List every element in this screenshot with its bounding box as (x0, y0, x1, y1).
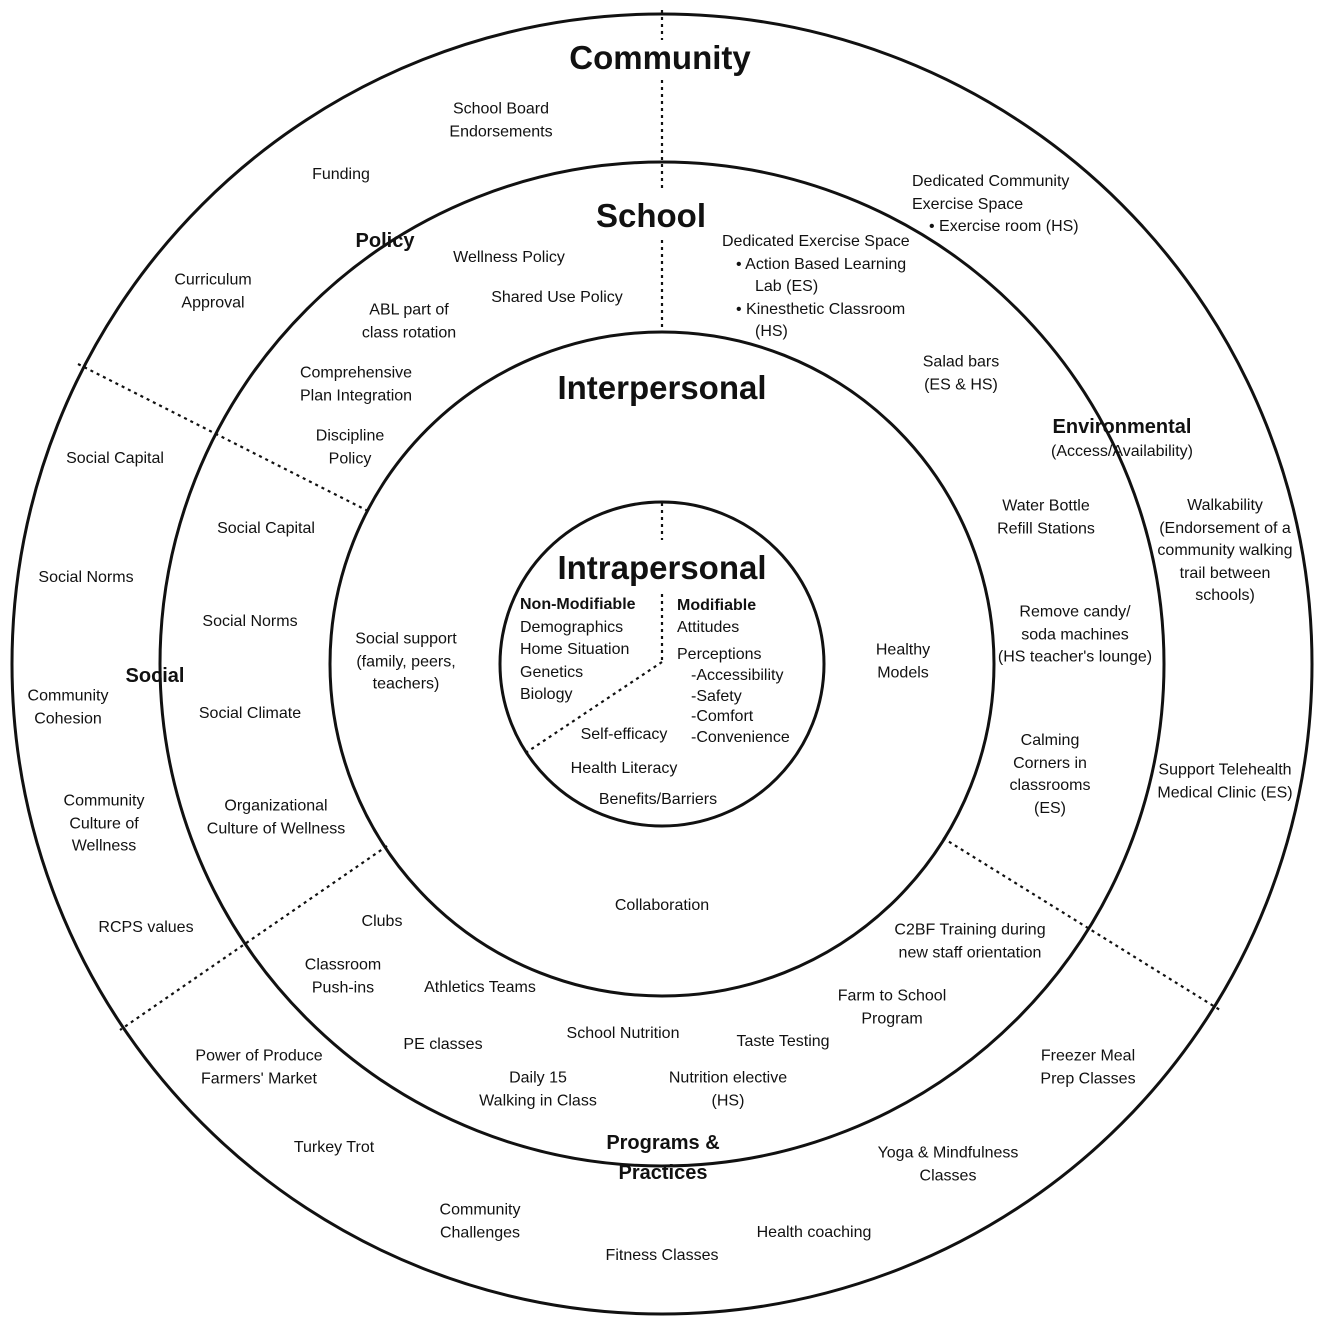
list-item: Attitudes (677, 619, 740, 636)
sector-policy-label: Policy (355, 230, 415, 252)
school-social-norms-label: Social Norms (202, 612, 298, 630)
self-efficacy-label: Self-efficacy (580, 725, 668, 743)
water-bottle-label: Water Bottle Refill Stations (997, 497, 1095, 538)
list-item: -Safety (691, 687, 742, 705)
school-social-climate-label: Social Climate (198, 704, 302, 722)
walkability-label: Walkability (Endorsement of a community … (1157, 496, 1293, 604)
list-item: Demographics (520, 618, 624, 636)
intrapersonal-ring (498, 500, 826, 828)
pe-classes-label: PE classes (403, 1035, 483, 1053)
social-support-label: Social support (family, peers, teachers) (355, 630, 457, 693)
environmental-subtitle: (Access/Availability) (1051, 443, 1193, 460)
farm-to-school-label: Farm to School Program (837, 987, 947, 1028)
rcps-values-label: RCPS values (98, 918, 194, 936)
list-item: Biology (520, 686, 573, 703)
divider-intrapersonal-diagonal (526, 661, 663, 753)
level-intrapersonal-title: Intrapersonal (557, 549, 767, 586)
list-item: Perceptions (677, 646, 762, 663)
health-coaching-label: Health coaching (756, 1223, 872, 1241)
abl-rotation-label: ABL part of class rotation (361, 301, 457, 342)
nutrition-elective-label: Nutrition elective (HS) (668, 1069, 788, 1110)
classroom-pushins-label: Classroom Push-ins (304, 956, 382, 997)
modifiable-heading: Modifiable (677, 597, 757, 614)
salad-bars-label: Salad bars (ES & HS) (922, 353, 1000, 394)
turkey-trot-label: Turkey Trot (293, 1138, 375, 1156)
divider-lower-left (119, 845, 388, 1031)
c2bf-training-label: C2BF Training during new staff orientati… (894, 921, 1046, 962)
community-cohesion-label: Community Cohesion (27, 687, 109, 728)
list-item: -Accessibility (691, 667, 784, 684)
divider-lower-right (942, 837, 1221, 1011)
school-social-capital-label: Social Capital (217, 519, 315, 537)
programs-line-2: Practices (618, 1162, 708, 1184)
non-modifiable-list: Non-Modifiable Demographics Home Situati… (520, 594, 636, 707)
discipline-policy-label: Discipline Policy (315, 427, 385, 468)
community-culture-label: Community Culture of Wellness (63, 792, 145, 855)
sector-programs-practices-label: Programs & Practices (606, 1128, 719, 1188)
community-ring (10, 12, 1314, 1316)
programs-line-1: Programs & (606, 1132, 720, 1154)
school-nutrition-label: School Nutrition (566, 1024, 680, 1042)
dedicated-community-space-label: Dedicated Community Exercise Space • Exe… (912, 173, 1079, 235)
freezer-meal-label: Freezer Meal Prep Classes (1040, 1047, 1136, 1088)
list-item: Genetics (520, 663, 584, 681)
power-of-produce-label: Power of Produce Farmers' Market (195, 1047, 323, 1088)
curriculum-approval-label: Curriculum Approval (174, 271, 252, 312)
community-social-norms-label: Social Norms (38, 568, 134, 586)
non-modifiable-heading: Non-Modifiable (520, 596, 636, 613)
fitness-classes-label: Fitness Classes (605, 1246, 719, 1264)
healthy-models-label: Healthy Models (875, 641, 931, 682)
sector-social-label: Social (125, 665, 185, 687)
wellness-policy-label: Wellness Policy (453, 248, 565, 266)
interpersonal-ring (328, 330, 996, 998)
shared-use-policy-label: Shared Use Policy (491, 288, 623, 306)
health-literacy-label: Health Literacy (570, 759, 678, 777)
org-culture-label: Organizational Culture of Wellness (206, 797, 346, 838)
calming-corners-label: Calming Corners in classrooms (ES) (1009, 732, 1091, 817)
environmental-title: Environmental (1052, 416, 1192, 438)
clubs-label: Clubs (361, 912, 403, 930)
list-item: Home Situation (520, 641, 630, 658)
divider-upper-left (77, 363, 371, 513)
school-board-label: School Board Endorsements (449, 100, 553, 141)
sector-environmental-label: Environmental (Access/Availability) (1051, 412, 1193, 462)
list-item: -Convenience (691, 728, 790, 746)
daily15-label: Daily 15 Walking in Class (479, 1069, 597, 1110)
level-school-title: School (595, 197, 707, 234)
dedicated-exercise-space-label: Dedicated Exercise Space • Action Based … (722, 233, 910, 340)
level-community-title: Community (569, 39, 751, 76)
funding-label: Funding (312, 165, 370, 183)
taste-testing-label: Taste Testing (736, 1032, 830, 1050)
community-challenges-label: Community Challenges (439, 1201, 521, 1242)
collaboration-label: Collaboration (614, 896, 710, 914)
benefits-barriers-label: Benefits/Barriers (598, 790, 718, 808)
community-social-capital-label: Social Capital (66, 449, 164, 467)
yoga-mindfulness-label: Yoga & Mindfulness Classes (877, 1144, 1019, 1185)
remove-candy-label: Remove candy/ soda machines (HS teacher'… (997, 603, 1153, 666)
athletics-teams-label: Athletics Teams (424, 978, 536, 996)
telehealth-label: Support Telehealth Medical Clinic (ES) (1157, 761, 1293, 802)
list-item: -Comfort (691, 708, 754, 725)
comprehensive-plan-label: Comprehensive Plan Integration (299, 364, 413, 405)
modifiable-list: Modifiable Attitudes Perceptions -Access… (677, 595, 790, 748)
school-ring (158, 160, 1166, 1168)
level-interpersonal-title: Interpersonal (557, 369, 767, 406)
